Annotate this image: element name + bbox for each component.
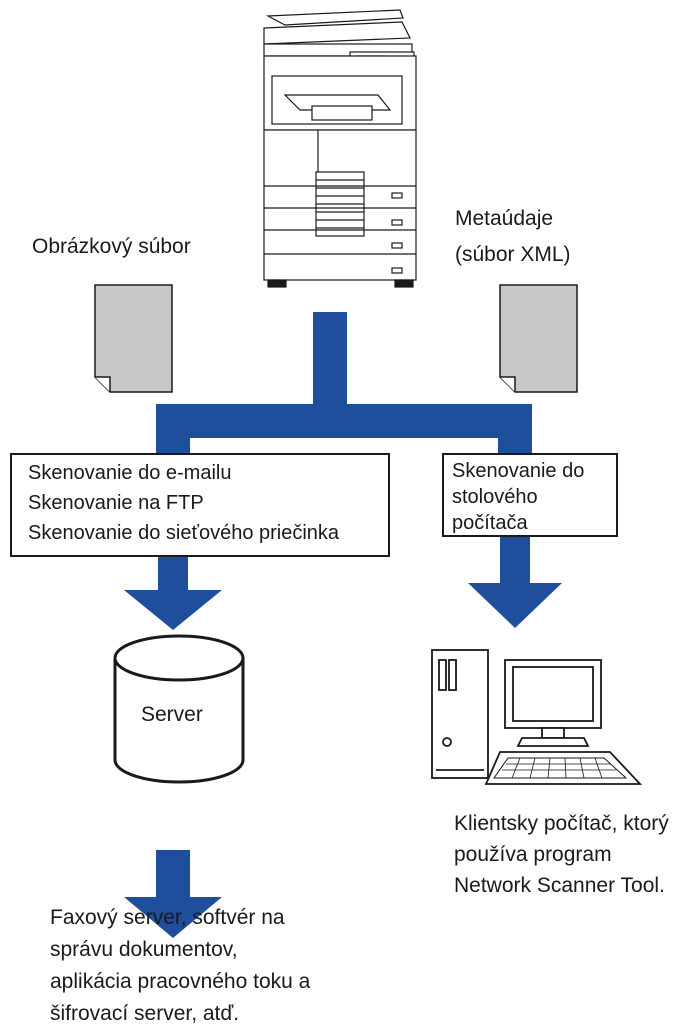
metadata-format-label: (súbor XML): [455, 243, 571, 266]
caption-line: aplikácia pracovného toku a: [50, 970, 311, 993]
arrow-down-icon: [124, 555, 222, 630]
arrow-down-icon: [468, 535, 562, 628]
server-label: Server: [141, 703, 203, 726]
image-file-document-icon: [94, 284, 173, 393]
server-cylinder-icon: [113, 634, 245, 784]
caption-line: Faxový server, softvér na: [50, 906, 285, 929]
flow-connectors: [156, 312, 532, 464]
desktop-computer-icon: [431, 649, 643, 785]
scan-method-item: Skenovanie na FTP: [28, 492, 204, 514]
multifunction-printer-icon: [263, 9, 417, 288]
caption-line: Network Scanner Tool.: [454, 874, 665, 897]
scan-to-desktop-line: Skenovanie do: [452, 460, 585, 482]
caption-line: šifrovací server, atď.: [50, 1002, 240, 1025]
metadata-document-icon: [499, 284, 578, 393]
scan-to-desktop-line: stolového: [452, 486, 538, 508]
client-pc-caption: Klientsky počítač, ktorý používa program…: [454, 808, 669, 901]
destinations-caption: Faxový server, softvér na správu dokumen…: [50, 902, 310, 1030]
scan-methods-box: Skenovanie do e-mailu Skenovanie na FTP …: [10, 453, 390, 557]
arrow-down-icon: [124, 850, 222, 938]
scan-to-desktop-box: Skenovanie do stolového počítača: [442, 453, 618, 537]
caption-line: správu dokumentov,: [50, 938, 238, 961]
image-file-label: Obrázkový súbor: [32, 235, 191, 258]
scan-method-item: Skenovanie do e-mailu: [28, 462, 232, 484]
caption-line: používa program: [454, 843, 612, 866]
metadata-label: Metaúdaje: [455, 207, 554, 230]
scan-method-item: Skenovanie do sieťového priečinka: [28, 522, 340, 544]
scan-to-desktop-line: počítača: [452, 512, 528, 534]
caption-line: Klientsky počítač, ktorý: [454, 812, 669, 835]
